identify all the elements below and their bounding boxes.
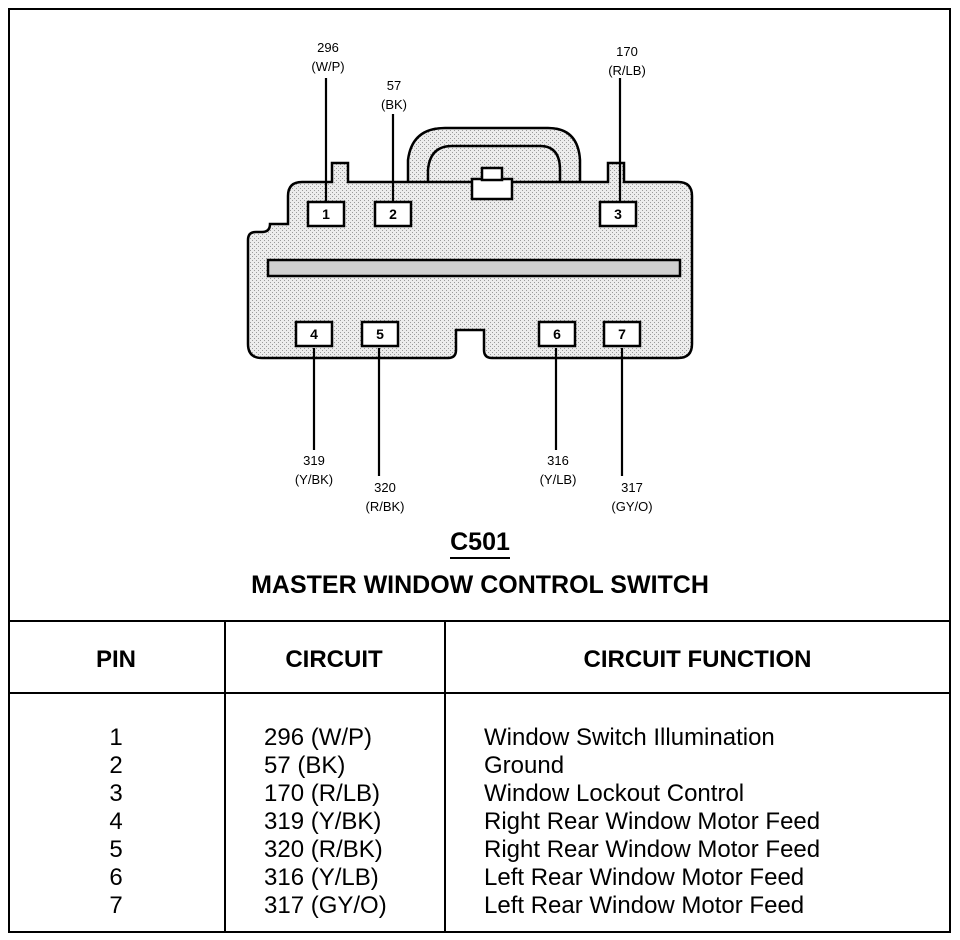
pin-number-4: 4 xyxy=(310,326,318,342)
wire-circuit: 317 xyxy=(621,480,643,495)
wire-label-5: 320 (R/BK) xyxy=(345,478,425,516)
table-cell-function: Right Rear Window Motor Feed xyxy=(484,808,821,835)
table-cell-function: Ground xyxy=(484,752,565,779)
table-cell-pin: 1 xyxy=(109,724,123,751)
pin-number-3: 3 xyxy=(614,206,622,222)
latch-key xyxy=(470,177,514,201)
table-cell-pin: 2 xyxy=(109,752,123,779)
pin-number-7: 7 xyxy=(618,326,626,342)
connector-slot xyxy=(266,258,682,278)
header-pin: PIN xyxy=(95,646,136,673)
wire-circuit: 319 xyxy=(303,453,325,468)
table-cell-circuit: 57 (BK) xyxy=(264,752,346,779)
table-cell-pin: 3 xyxy=(109,780,123,807)
wire-label-4: 319 (Y/BK) xyxy=(274,451,354,489)
table-cell-circuit: 317 (GY/O) xyxy=(264,892,387,919)
table-cell-circuit: 296 (W/P) xyxy=(264,724,373,751)
wire-circuit: 320 xyxy=(374,480,396,495)
latch-key-top xyxy=(480,166,504,182)
pin-box-7 xyxy=(602,320,642,348)
pin-column: 1 2 3 4 5 6 7 xyxy=(8,724,224,920)
connector-title: MASTER WINDOW CONTROL SWITCH xyxy=(251,571,709,599)
pin-number-6: 6 xyxy=(553,326,561,342)
pin-box-1 xyxy=(306,200,346,228)
connector-id-text: C501 xyxy=(450,528,510,559)
wire-color: (BK) xyxy=(381,97,407,112)
table-col-divider-2 xyxy=(444,620,446,933)
pin-boxes xyxy=(294,200,642,348)
wire-color: (GY/O) xyxy=(611,499,653,514)
circuit-column: 296 (W/P) 57 (BK) 170 (R/LB) 319 (Y/BK) … xyxy=(264,724,387,920)
wire-circuit: 170 xyxy=(616,44,638,59)
table-cell-circuit: 319 (Y/BK) xyxy=(264,808,382,835)
table-cell-pin: 6 xyxy=(109,864,123,891)
table-col-divider-1 xyxy=(224,620,226,933)
connector-latch-inner xyxy=(426,144,562,200)
wire-label-1: 296 (W/P) xyxy=(288,38,368,76)
header-function: CIRCUIT FUNCTION xyxy=(583,646,812,673)
pin-box-5 xyxy=(360,320,400,348)
pin-box-3 xyxy=(598,200,638,228)
diagram-frame xyxy=(8,8,951,933)
table-cell-circuit: 316 (Y/LB) xyxy=(264,864,379,891)
connector-drawing: 1 2 3 4 5 6 7 xyxy=(246,78,694,476)
table-cell-function: Window Lockout Control xyxy=(484,780,745,807)
pin-box-2 xyxy=(373,200,413,228)
table-cell-circuit: 320 (R/BK) xyxy=(264,836,383,863)
pin-box-4 xyxy=(294,320,334,348)
wire-color: (W/P) xyxy=(311,59,345,74)
wire-leads xyxy=(312,78,624,476)
pin-number-1: 1 xyxy=(322,206,330,222)
wire-circuit: 316 xyxy=(547,453,569,468)
table-cell-pin: 5 xyxy=(109,836,123,863)
wire-color: (R/BK) xyxy=(365,499,405,514)
table-header-divider xyxy=(8,692,951,694)
wire-color: (Y/LB) xyxy=(539,472,577,487)
wire-label-7: 317 (GY/O) xyxy=(592,478,672,516)
table-top-border xyxy=(8,620,951,622)
table-cell-pin: 7 xyxy=(109,892,123,919)
function-column: Window Switch Illumination Ground Window… xyxy=(484,724,820,920)
wire-circuit: 57 xyxy=(386,78,402,93)
wire-label-6: 316 (Y/LB) xyxy=(518,451,598,489)
pin-table: PIN CIRCUIT CIRCUIT FUNCTION 1 2 3 4 5 6… xyxy=(8,620,951,933)
pin-number-2: 2 xyxy=(389,206,397,222)
table-cell-pin: 4 xyxy=(109,808,123,835)
table-cell-function: Left Rear Window Motor Feed xyxy=(484,892,805,919)
wire-label-2: 57 (BK) xyxy=(354,76,434,114)
pin-box-6 xyxy=(537,320,577,348)
wire-color: (Y/BK) xyxy=(294,472,334,487)
table-cell-function: Right Rear Window Motor Feed xyxy=(484,836,821,863)
wire-label-3: 170 (R/LB) xyxy=(587,42,667,80)
connector-id: C501 xyxy=(0,528,960,559)
header-circuit: CIRCUIT xyxy=(285,646,383,673)
table-cell-function: Window Switch Illumination xyxy=(484,724,775,751)
table-cell-function: Left Rear Window Motor Feed xyxy=(484,864,805,891)
table-cell-circuit: 170 (R/LB) xyxy=(264,780,381,807)
wire-color: (R/LB) xyxy=(608,63,646,78)
connector-latch xyxy=(406,126,582,182)
wire-circuit: 296 xyxy=(317,40,339,55)
pin-number-5: 5 xyxy=(376,326,384,342)
